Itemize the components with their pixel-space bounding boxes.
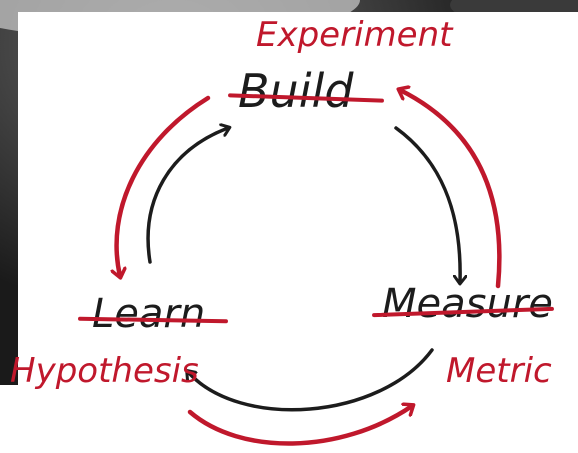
black-arrow-measure-to-learn xyxy=(188,348,434,412)
label-metric: Metric xyxy=(446,351,552,391)
black-arrow-build-to-measure xyxy=(394,126,460,282)
black-arrow-learn-to-build xyxy=(146,128,228,264)
whiteboard xyxy=(18,12,578,453)
label-hypothesis: Hypothesis xyxy=(10,351,199,391)
red-arrow-experiment-to-learn xyxy=(117,95,211,276)
label-measure: Measure xyxy=(382,281,553,327)
whiteboard-corner xyxy=(0,385,40,453)
red-arrow-hypothesis-to-metric xyxy=(187,406,412,446)
label-build: Build xyxy=(238,64,354,118)
label-experiment: Experiment xyxy=(256,15,453,55)
label-learn: Learn xyxy=(92,291,206,337)
red-arrow-metric-to-experiment xyxy=(400,90,502,289)
